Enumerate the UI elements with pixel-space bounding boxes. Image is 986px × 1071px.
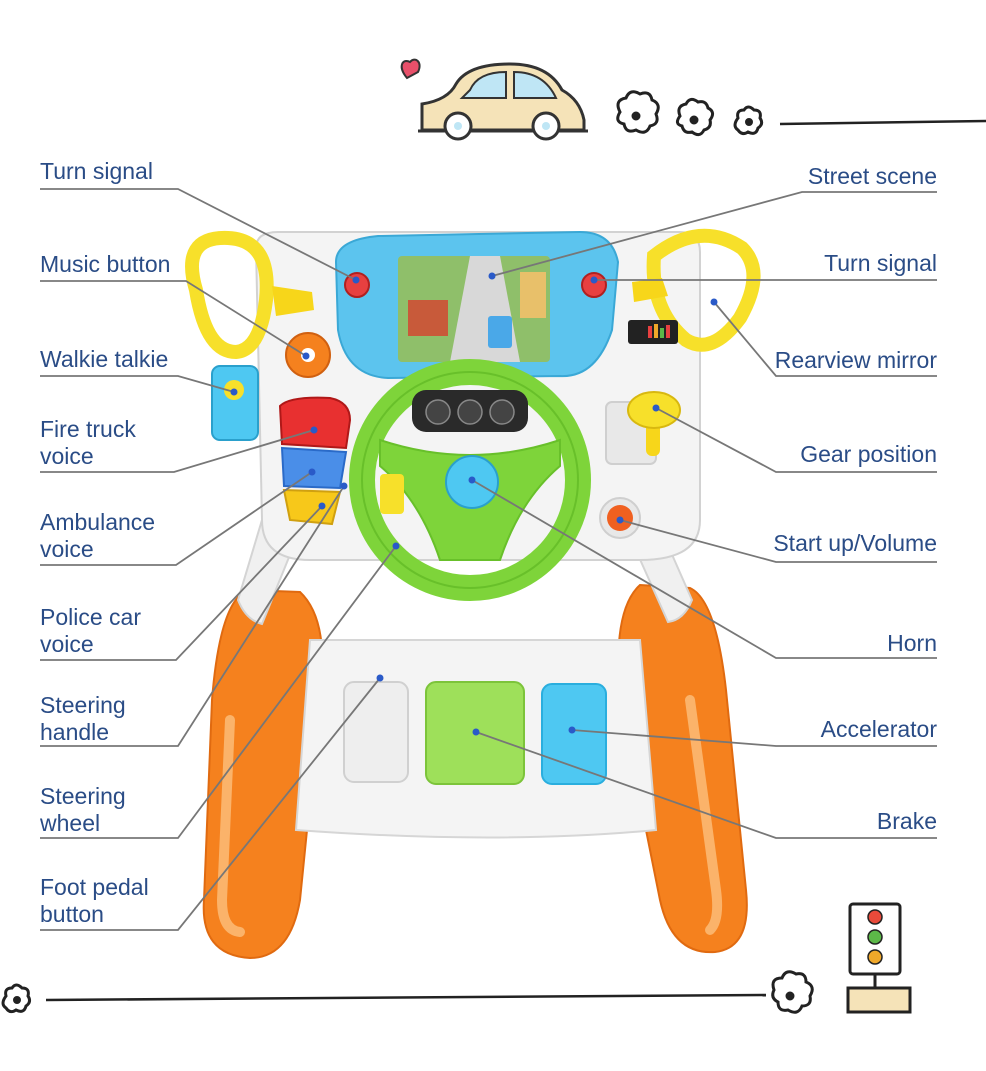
steering-handle-shape	[380, 474, 404, 514]
leader-brake	[475, 731, 937, 839]
label-rearview-mirror: Rearview mirror	[774, 347, 937, 373]
leader-police-car-voice	[40, 505, 323, 661]
left-mirror-shape	[185, 230, 314, 360]
label-music-button: Music button	[40, 251, 171, 277]
leader-turn-signal-left	[40, 188, 357, 281]
orange-frame	[202, 583, 748, 960]
leader-ambulance-voice	[40, 471, 313, 566]
leader-horn	[471, 479, 937, 659]
pointer-dot	[302, 352, 310, 360]
right-mirror-shape	[632, 228, 761, 352]
pointer-dot	[616, 516, 624, 524]
label-foot-pedal-button: Foot pedal button	[40, 874, 149, 927]
pointer-dot	[340, 482, 348, 490]
label-accelerator: Accelerator	[820, 716, 937, 742]
leader-accelerator	[571, 729, 937, 747]
label-brake: Brake	[876, 808, 937, 834]
leader-rearview-mirror	[713, 301, 937, 377]
label-fire-truck-voice: Fire truck voice	[40, 416, 136, 469]
traffic-light-icon	[846, 902, 912, 1014]
label-gear-position: Gear position	[800, 441, 937, 467]
leader-steering-handle	[40, 485, 345, 747]
label-walkie-talkie: Walkie talkie	[40, 346, 169, 372]
pointer-dot	[310, 426, 318, 434]
label-steering-handle: Steering handle	[40, 692, 126, 745]
accelerator-pedal-shape	[541, 683, 607, 785]
label-start-up-volume: Start up/Volume	[773, 530, 937, 556]
pointer-dot	[230, 388, 238, 396]
pointer-dot	[392, 542, 400, 550]
top-rule	[779, 119, 986, 126]
pointer-dot	[308, 468, 316, 476]
leader-fire-truck-voice	[40, 429, 315, 473]
label-turn-signal-left: Turn signal	[40, 158, 153, 184]
pointer-dot	[472, 728, 480, 736]
leader-steering-wheel	[40, 545, 397, 839]
car-doodle-icon	[418, 62, 588, 141]
pedal-base	[294, 639, 658, 839]
pointer-dot	[468, 476, 476, 484]
flower-icon	[616, 90, 764, 137]
label-police-car-voice: Police car voice	[40, 604, 141, 657]
label-horn: Horn	[887, 630, 937, 656]
pointer-dot	[376, 674, 384, 682]
bottom-rule	[45, 993, 767, 1002]
pointer-dot	[568, 726, 576, 734]
turn-signal-right-shape	[581, 272, 607, 298]
equalizer-display	[628, 320, 678, 344]
turn-signal-left-shape	[344, 272, 370, 298]
pointer-dot	[652, 404, 660, 412]
pointer-dot	[352, 276, 360, 284]
leader-street-scene	[491, 191, 937, 277]
pointer-dot	[318, 502, 326, 510]
gear-stick	[646, 420, 660, 456]
leader-music-button	[40, 280, 307, 357]
steering-wheel-shape	[349, 359, 591, 601]
flower-icon	[1, 970, 814, 1014]
leader-foot-pedal-button	[40, 677, 381, 931]
equalizer-bars	[648, 324, 670, 338]
label-street-scene: Street scene	[807, 163, 937, 189]
leader-start-up-volume	[619, 519, 937, 563]
street-scene-screen	[398, 256, 550, 362]
leader-walkie-talkie	[40, 375, 235, 393]
label-ambulance-voice: Ambulance voice	[40, 509, 156, 562]
pointer-dot	[488, 272, 496, 280]
walkie-talkie-shape	[211, 365, 259, 441]
pointer-dot	[590, 276, 598, 284]
pointer-dot	[710, 298, 718, 306]
label-steering-wheel: Steering wheel	[40, 783, 126, 836]
heart-icon	[400, 58, 421, 80]
leader-gear-position	[655, 407, 937, 473]
label-turn-signal-right: Turn signal	[824, 250, 937, 276]
